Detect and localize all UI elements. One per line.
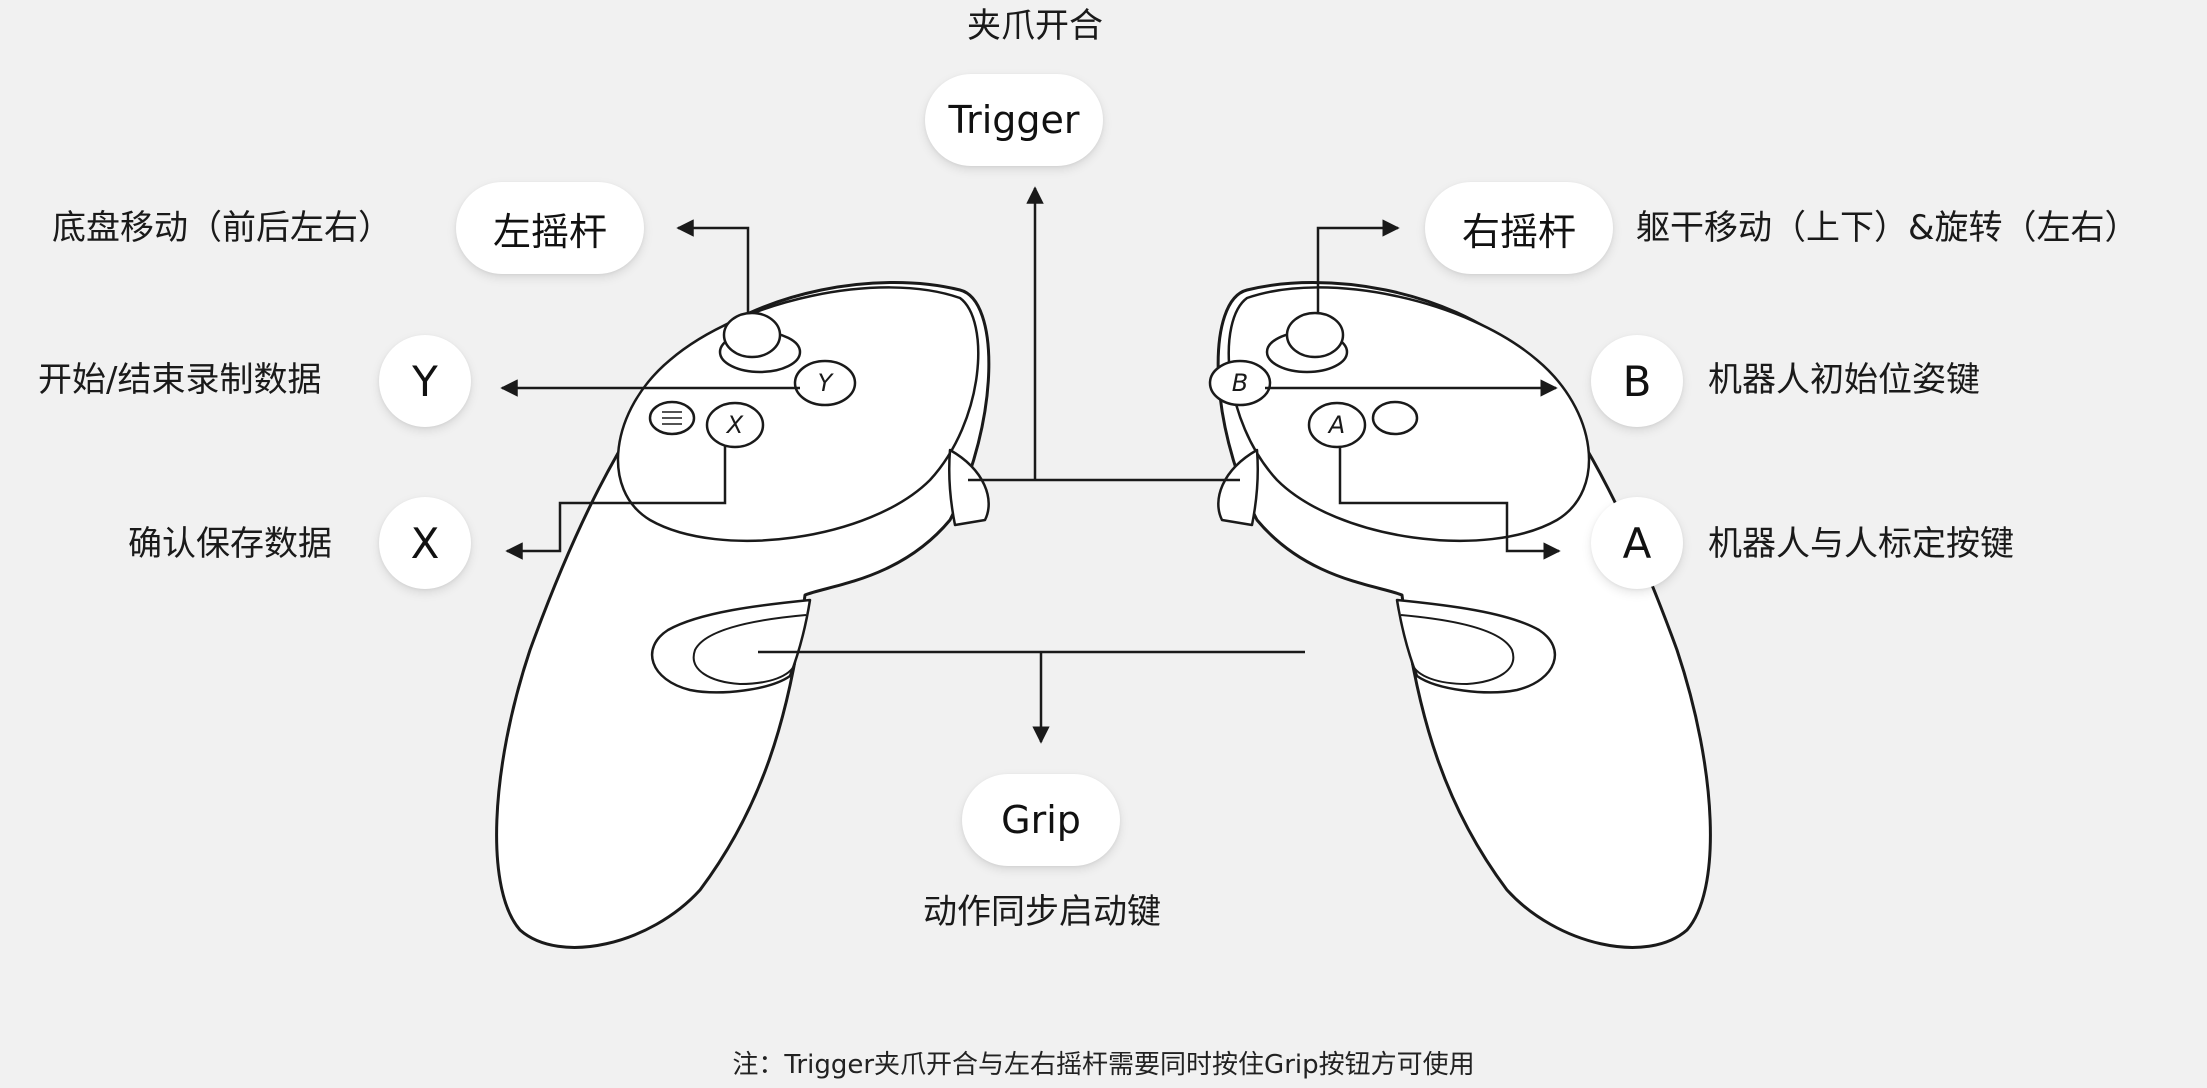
trigger-caption: 夹爪开合 (967, 6, 1103, 46)
right-stick-arrow (1316, 219, 1400, 313)
left-stick-arrow (676, 219, 750, 313)
left-controller-face (616, 286, 980, 542)
a-arrow (1338, 447, 1561, 560)
right-oculus-button (1371, 400, 1419, 436)
x-button-glyph: X (725, 411, 744, 439)
a-badge: A (1591, 497, 1683, 589)
footnote: 注：Trigger夹爪开合与左右摇杆需要同时按住Grip按钮方可使用 (732, 1050, 1475, 1080)
x-arrow (505, 445, 727, 560)
y-badge: Y (379, 335, 471, 427)
left-controller: Y X (495, 281, 991, 949)
a-caption: 机器人与人标定按键 (1708, 524, 2014, 564)
y-button-glyph: Y (818, 369, 835, 397)
left-stick-caption: 底盘移动（前后左右） (52, 208, 392, 248)
grip-pill: Grip (962, 774, 1120, 866)
b-caption: 机器人初始位姿键 (1708, 360, 1980, 400)
trigger-pill: Trigger (925, 74, 1103, 166)
left-trigger (947, 448, 990, 527)
y-caption: 开始/结束录制数据 (38, 360, 322, 400)
left-thumbstick-cap (722, 311, 782, 359)
right-stick-caption: 躯干移动（上下）&旋转（左右） (1636, 208, 2139, 248)
right-trigger (1217, 448, 1260, 527)
left-x-button (705, 401, 765, 449)
right-stick-pill: 右摇杆 (1425, 182, 1613, 274)
left-stick-pill: 左摇杆 (456, 182, 644, 274)
a-button-glyph: A (1327, 411, 1345, 439)
right-a-button (1307, 401, 1367, 449)
x-caption: 确认保存数据 (128, 524, 332, 564)
x-badge: X (379, 497, 471, 589)
b-badge: B (1591, 335, 1683, 427)
left-y-button (793, 359, 857, 407)
right-b-button (1208, 359, 1272, 407)
b-button-glyph: B (1232, 369, 1248, 397)
connector-lines (500, 186, 1561, 744)
right-thumbstick-cap (1285, 311, 1345, 359)
grip-caption: 动作同步启动键 (923, 892, 1161, 932)
